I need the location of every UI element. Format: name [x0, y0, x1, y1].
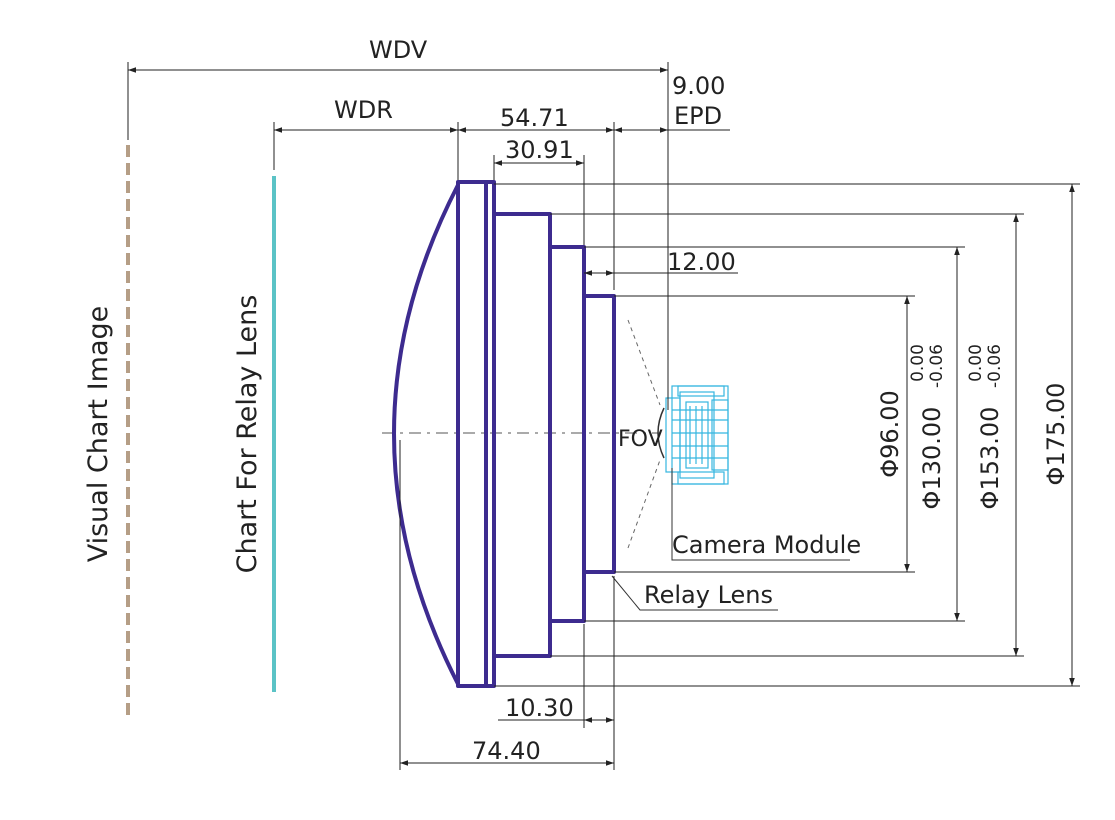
- wdr-label: WDR: [334, 96, 393, 124]
- dia-130-tol-upper: 0.00: [908, 344, 928, 382]
- visual-chart-label: Visual Chart Image: [83, 306, 114, 563]
- diameter-dimension-lines: [494, 183, 1080, 687]
- relay-lens-label: Relay Lens: [644, 581, 773, 609]
- dia-175-label: Φ175.00: [1042, 383, 1070, 486]
- dim-74-40: 74.40: [472, 737, 541, 765]
- dim-54-71: 54.71: [500, 104, 569, 132]
- wdv-label: WDV: [369, 36, 428, 64]
- front-flange: [456, 180, 496, 688]
- dia-153-tol-upper: 0.00: [966, 344, 986, 382]
- bottom-dimension-lines: [399, 440, 615, 770]
- relay-lens-leader: [611, 575, 778, 611]
- lens-step: [548, 245, 586, 623]
- top-dimension-lines: [127, 62, 738, 410]
- relay-lens-barrel: [582, 294, 616, 574]
- fov-rays: [627, 319, 661, 549]
- epd-label: EPD: [674, 102, 722, 130]
- fov-arc: [657, 407, 665, 459]
- dim-12-00: 12.00: [667, 248, 736, 276]
- front-lens-dome: [392, 184, 460, 685]
- lens-barrel: [492, 212, 552, 658]
- dia-130-label: Φ130.00: [918, 407, 946, 510]
- lens-body: [392, 180, 616, 688]
- dia-153-label: Φ153.00: [976, 407, 1004, 510]
- epd-value: 9.00: [672, 72, 725, 100]
- dia-153-tol-lower: -0.06: [985, 344, 1005, 388]
- dim-30-91: 30.91: [505, 136, 574, 164]
- dia-130-tol-lower: -0.06: [927, 344, 947, 388]
- dim-10-30: 10.30: [505, 694, 574, 722]
- relay-chart-label: Chart For Relay Lens: [232, 295, 263, 574]
- camera-module-leader: [671, 468, 850, 561]
- dia-96-label: Φ96.00: [876, 390, 904, 478]
- camera-module-label: Camera Module: [672, 531, 861, 559]
- fov-label: FOV: [618, 427, 663, 452]
- camera-module: [665, 385, 729, 485]
